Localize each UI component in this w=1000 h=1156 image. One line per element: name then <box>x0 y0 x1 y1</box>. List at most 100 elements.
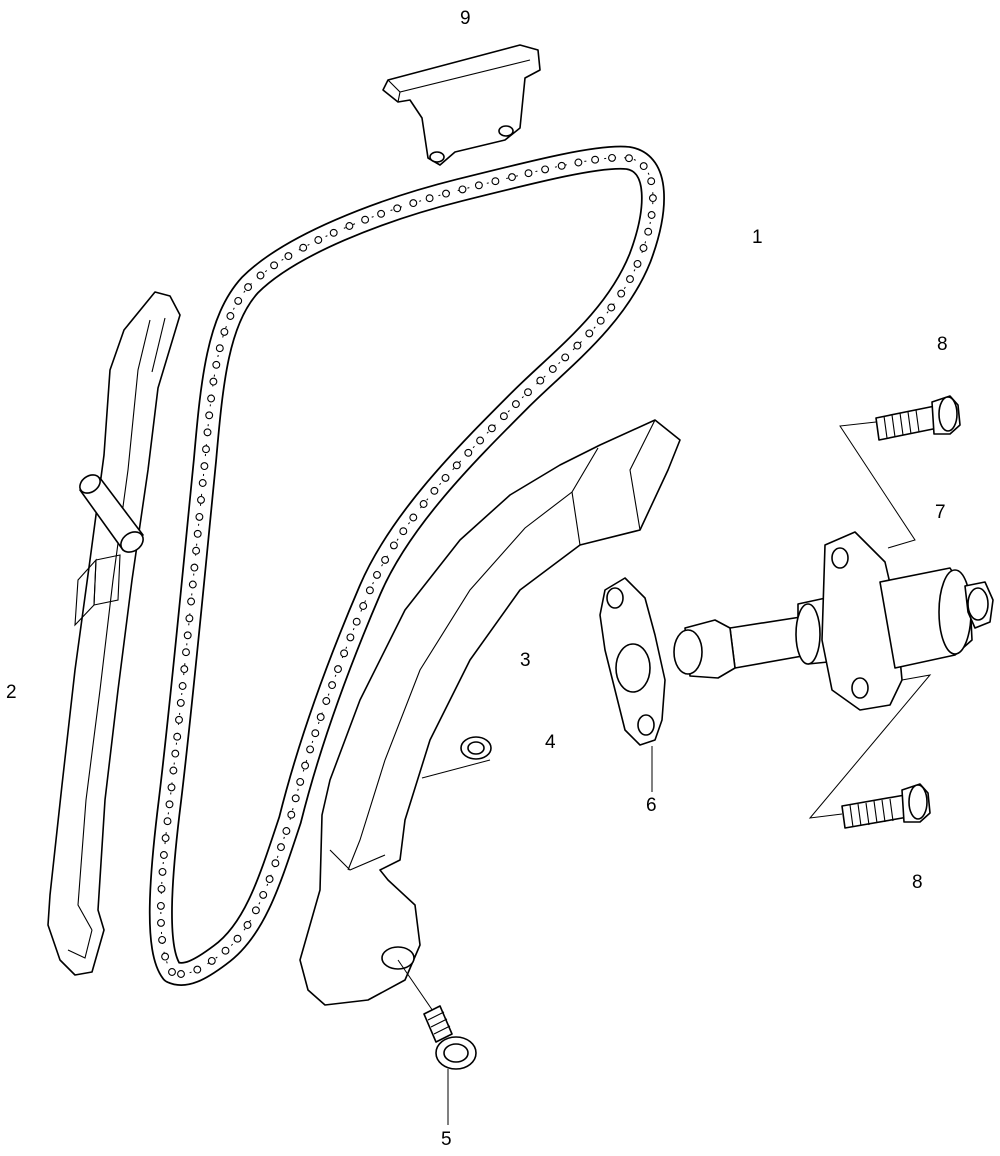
chain-link-pin <box>573 341 582 350</box>
chain-link-pin <box>270 261 279 270</box>
part-5-shoulder-bolt <box>397 959 477 1125</box>
chain-link-pin <box>536 376 545 385</box>
chain-link-pin <box>557 161 566 170</box>
callout-9: 9 <box>460 8 471 29</box>
chain-link-pin <box>617 289 626 298</box>
chain-link-pin <box>345 222 354 230</box>
chain-link-pin <box>190 563 199 572</box>
chain-link-pin <box>209 377 218 386</box>
chain-link-pin <box>314 236 323 244</box>
chain-link-pin <box>574 158 583 167</box>
chain-link-pin <box>596 316 605 325</box>
chain-link-pin <box>161 834 170 843</box>
chain-link-pin <box>633 259 642 268</box>
chain-link-pin <box>157 918 165 927</box>
chain-link-pin <box>187 597 196 606</box>
part-2-chain-guide-rail <box>47 291 181 976</box>
part-8-bolt-top <box>839 395 961 549</box>
callout-5: 5 <box>441 1129 452 1150</box>
chain-link-pin <box>259 890 268 899</box>
chain-link-pin <box>352 617 361 626</box>
chain-link-pin <box>167 783 176 792</box>
chain-link-pin <box>165 800 174 809</box>
chain-link-pin <box>340 649 349 658</box>
chain-link-pin <box>359 602 368 610</box>
chain-link-pin <box>626 275 634 284</box>
chain-link-pin <box>491 177 500 186</box>
chain-link-pin <box>282 827 291 835</box>
chain-link-pin <box>234 296 243 305</box>
chain-link-pin <box>393 204 402 213</box>
chain-link-pin <box>161 952 170 961</box>
chain-link-pin <box>441 473 450 482</box>
chain-link-pin <box>334 665 342 674</box>
chain-link-pin <box>168 968 176 976</box>
chain-link-pin <box>639 162 648 171</box>
callout-8-bottom: 8 <box>912 872 923 893</box>
chain-link-pin <box>329 228 338 237</box>
chain-link-pin <box>425 194 434 203</box>
part-7-chain-tensioner <box>673 531 994 711</box>
chain-link-pin <box>346 633 355 642</box>
chain-link-pin <box>608 153 616 162</box>
chain-link-pin <box>177 970 185 978</box>
chain-link-pin <box>169 766 178 775</box>
chain-link-pin <box>389 541 398 550</box>
chain-link-pin <box>200 462 209 471</box>
chain-link-pin <box>198 479 207 487</box>
chain-link-pin <box>585 329 594 338</box>
chain-link-pin <box>157 884 166 893</box>
chain-link-pin <box>399 527 408 536</box>
chain-link-pin <box>458 185 467 194</box>
part-6-gasket <box>599 577 666 792</box>
callout-3: 3 <box>520 650 531 671</box>
chain-link-pin <box>311 729 320 738</box>
chain-link-pin <box>203 428 212 437</box>
callout-8-top: 8 <box>937 334 948 355</box>
chain-link-pin <box>265 875 274 884</box>
chain-link-pin <box>430 486 439 495</box>
chain-link-pin <box>185 614 194 623</box>
chain-link-pin <box>256 271 265 280</box>
chain-link-pin <box>221 946 230 955</box>
chain-link-pin <box>244 283 253 292</box>
chain-link-pin <box>381 555 390 564</box>
chain-link-pin <box>524 169 533 178</box>
chain-link-pin <box>180 665 189 674</box>
chain-link-pin <box>193 529 202 538</box>
chain-link-pin <box>284 252 293 261</box>
chain-link-pin <box>202 445 210 454</box>
chain-link-pin <box>464 448 473 457</box>
chain-link-pin <box>182 648 190 657</box>
callout-7: 7 <box>935 502 946 523</box>
part-1-timing-chain <box>148 145 665 986</box>
chain-link-pin <box>452 461 461 470</box>
chain-link-pin <box>197 495 205 504</box>
chain-link-pin <box>158 935 167 944</box>
chain-link-pin <box>508 173 516 182</box>
part-8-bolt-bottom <box>808 674 932 829</box>
chain-link-pin <box>158 867 167 876</box>
part-3-tensioner-blade <box>299 419 681 1006</box>
chain-link-pin <box>215 344 224 353</box>
chain-link-pin <box>644 227 653 236</box>
chain-link-pin <box>365 586 374 595</box>
chain-link-pin <box>188 580 197 589</box>
chain-link-pin <box>193 965 202 974</box>
chain-link-pin <box>361 215 370 224</box>
chain-link-pin <box>541 165 550 174</box>
chain-link-pin <box>591 155 600 164</box>
chain-link-pin <box>306 745 315 754</box>
chain-link-pin <box>373 570 381 579</box>
chain-link-pin <box>277 843 285 852</box>
chain-link-pin <box>171 749 180 758</box>
callout-6: 6 <box>646 795 657 816</box>
chain-link-pin <box>377 209 386 218</box>
chain-link-pin <box>316 713 325 722</box>
callout-2: 2 <box>6 682 17 703</box>
chain-link-pin <box>156 901 165 910</box>
chain-link-pin <box>499 412 508 421</box>
chain-link-pin <box>220 327 229 336</box>
chain-link-pin <box>301 761 310 770</box>
chain-link-pin <box>561 353 570 362</box>
